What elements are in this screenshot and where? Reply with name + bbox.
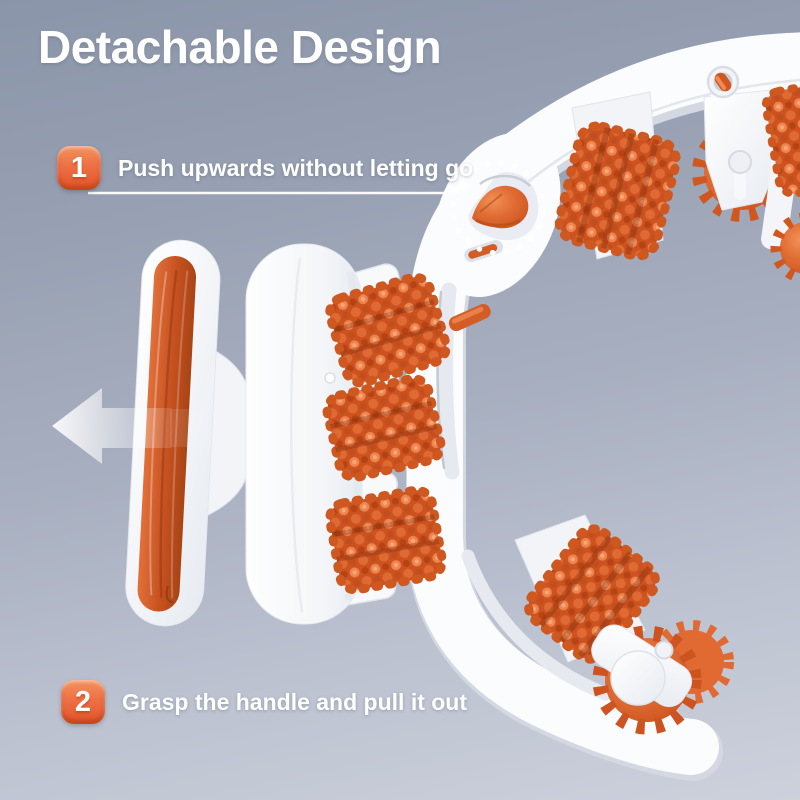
- detachable-handle: [125, 239, 451, 627]
- handle-rollers: [322, 272, 451, 595]
- step-2: 2 Grasp the handle and pull it out: [61, 680, 467, 724]
- arc-pivot-hole: [706, 65, 740, 107]
- pull-arrow-fade: [170, 409, 208, 447]
- release-button: [472, 185, 529, 229]
- head-seam: [289, 257, 304, 613]
- step-1-label: Push upwards without letting go: [118, 154, 474, 181]
- page-title: Detachable Design: [38, 21, 442, 73]
- gear-pin-bottom: [654, 640, 674, 660]
- edge-rollers-right: [761, 81, 800, 283]
- pull-arrow-icon: [52, 388, 172, 464]
- step-1-badge: 1: [57, 146, 101, 190]
- arm-slot: [461, 549, 613, 701]
- highlight-dotted-circle: [450, 160, 546, 256]
- step-1: 1 Push upwards without letting go: [57, 146, 473, 190]
- grip-engraving: [165, 585, 174, 604]
- gear-cap: [610, 650, 666, 706]
- step-2-label: Grasp the handle and pull it out: [122, 688, 468, 715]
- release-assembly: [448, 172, 539, 332]
- arc-seam-line: [522, 78, 800, 187]
- spiked-roller-bottom: [524, 524, 660, 664]
- step-2-badge: 2: [61, 680, 105, 724]
- gear-pin: [728, 150, 752, 174]
- gear-roller-bottom: [591, 620, 734, 735]
- massager-ring: [406, 32, 800, 781]
- spiked-roller-top: [554, 121, 681, 261]
